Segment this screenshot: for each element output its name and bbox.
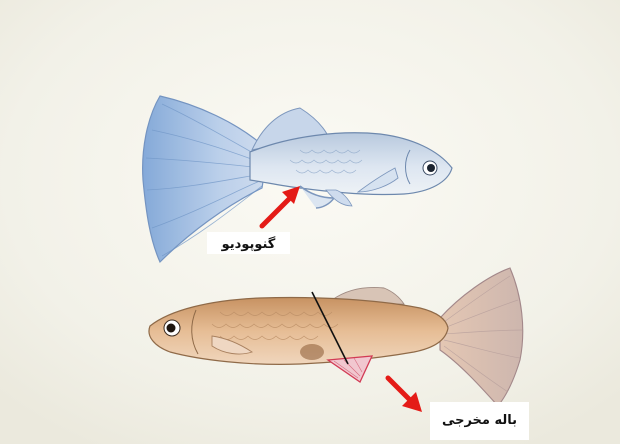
female-body	[149, 297, 448, 364]
gravid-spot	[300, 344, 324, 360]
gonopodium-label: گنوپودیو	[207, 232, 290, 254]
anal-fin-label: باله مخرجی	[430, 402, 529, 440]
